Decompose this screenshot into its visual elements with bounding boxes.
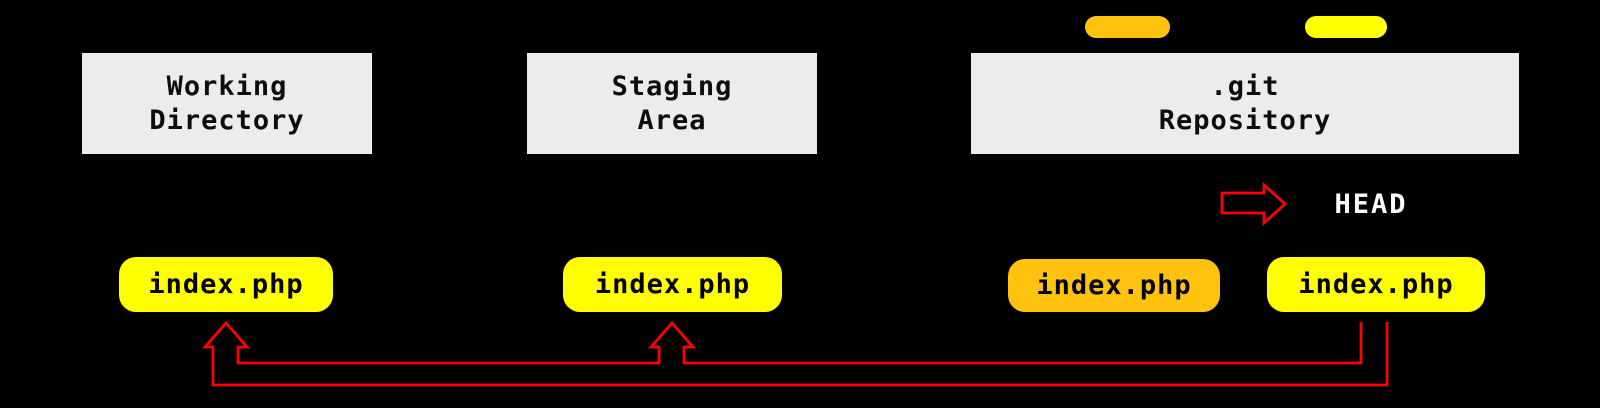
working-directory-label: Working Directory [149, 70, 305, 136]
file-index-repo-orange: index.php [1008, 259, 1220, 312]
file-index-staging-text: index.php [594, 269, 751, 300]
commit-marker-orange [1085, 16, 1170, 38]
file-index-repo-head: index.php [1267, 257, 1485, 312]
staging-area-label: Staging Area [611, 70, 733, 136]
git-repository-box: .git Repository [971, 53, 1519, 154]
file-index-repo-orange-text: index.php [1036, 270, 1192, 301]
working-directory-box: Working Directory [82, 53, 372, 154]
file-index-working-text: index.php [148, 269, 304, 300]
file-index-repo-head-text: index.php [1298, 269, 1454, 300]
git-repository-label: .git Repository [1158, 70, 1332, 136]
file-index-staging: index.php [563, 257, 782, 312]
head-label: HEAD [1334, 189, 1408, 220]
commit-marker-yellow [1305, 16, 1387, 38]
staging-area-box: Staging Area [527, 53, 817, 154]
file-index-working: index.php [119, 257, 333, 312]
